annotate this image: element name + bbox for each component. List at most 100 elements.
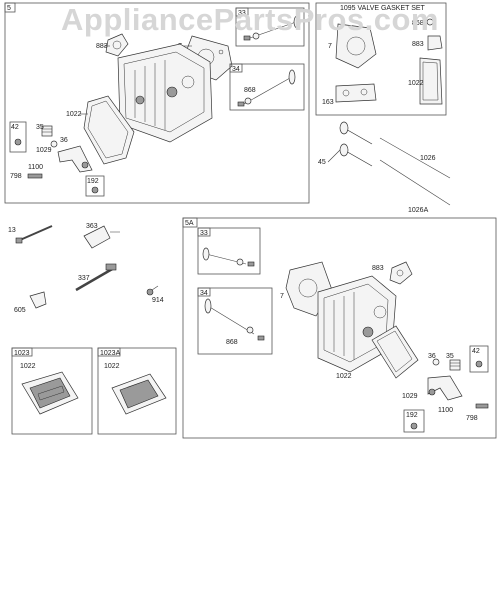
sparkplug-337-part: [75, 263, 117, 292]
part-label: 36: [60, 137, 68, 144]
group-1023a-tag: [97, 347, 121, 357]
subbox-33: [235, 7, 305, 47]
group-5a-frame: [182, 217, 497, 439]
valve-5a-exhaust-part: [202, 247, 255, 267]
clip-605-part: [29, 291, 47, 309]
subbox-33-mid: [197, 227, 261, 275]
subbox-label: 192: [87, 178, 99, 185]
valve-5a-intake-part: [204, 298, 265, 341]
subbox-42-mid: [469, 345, 489, 373]
part-label: 35: [36, 124, 44, 131]
bolt-13-part: [15, 225, 53, 244]
group-5-tag: [4, 2, 16, 13]
part-label: 798: [10, 173, 22, 180]
part-label: 1022: [104, 363, 120, 370]
gasket-set-frame: [315, 2, 447, 116]
part-label: 605: [14, 307, 26, 314]
part-label: 914: [152, 297, 164, 304]
part-36-5a: [432, 358, 440, 366]
group-5: 5 883 7: [4, 2, 310, 204]
retainer-5a-part: [475, 360, 483, 368]
subbox-label: 192: [406, 412, 418, 419]
gasket-883-part: [105, 33, 129, 57]
subbox-34-mid: [197, 287, 273, 355]
part-label: 868: [412, 20, 424, 27]
group-1023a-label: 1023A: [100, 350, 121, 357]
part-label: 7: [328, 43, 332, 50]
subbox-label: 42: [11, 124, 19, 131]
part-label: 1100: [438, 407, 453, 414]
cover-gasket-5a-part: [371, 325, 419, 379]
screw-798-5a-part: [475, 403, 489, 409]
part-label: 868: [244, 87, 256, 94]
pushrod-group: 45 1026 1026A: [318, 121, 451, 214]
subbox-33-tag: [235, 7, 249, 17]
part-label: 1022: [408, 80, 424, 87]
group-1023-tag: [11, 347, 33, 357]
part-label: 883: [412, 41, 424, 48]
nut-5a-part: [410, 422, 418, 430]
subbox-label: 42: [472, 348, 480, 355]
retainer-part: [14, 138, 22, 146]
valve-cover-a-part: [111, 373, 167, 415]
group-5a-tag: [182, 217, 198, 228]
part-label: 36: [428, 353, 436, 360]
subbox-192-mid: [403, 409, 425, 433]
rocker-arm-5a-part: [427, 375, 463, 401]
part-label: 35: [446, 353, 454, 360]
group-5-frame: [4, 2, 310, 204]
group-1023-frame: [11, 347, 93, 435]
loose-parts: 13 363 337 914 605: [8, 223, 164, 314]
screw-798-part: [27, 173, 43, 179]
cylinder-head-part: [117, 43, 213, 143]
part-label: 337: [78, 275, 90, 282]
tappet-45-part: [339, 121, 373, 167]
subbox-34: [229, 63, 305, 111]
part-label: 363: [86, 223, 98, 230]
subbox-42: [9, 121, 27, 153]
gasket-set-label: 1095 VALVE GASKET SET: [340, 5, 426, 12]
group-1023a: 1023A 1022: [97, 347, 177, 435]
subbox-192: [85, 175, 105, 197]
subbox-34-tag: [229, 63, 243, 73]
part-label: 1029: [36, 147, 52, 154]
gasket-883-5a-part: [389, 261, 413, 285]
spring-35-5a-part: [449, 359, 461, 371]
valve-cover-part: [21, 371, 79, 415]
set-cover-gasket-part: [419, 57, 443, 105]
screw-914-part: [146, 285, 159, 296]
exhaust-valve-part: [243, 15, 301, 41]
rocker-arm-part: [57, 145, 93, 173]
group-5a-label: 5A: [185, 220, 194, 227]
part-label: 45: [318, 159, 326, 166]
gasket-set-group: 1095 VALVE GASKET SET 7 868 883 1022 163: [315, 2, 447, 116]
spring-35-part: [41, 125, 53, 137]
subbox-label: 33: [238, 10, 246, 17]
part-label: 883: [372, 265, 384, 272]
part-label: 868: [226, 339, 238, 346]
part-label: 1100: [28, 164, 43, 171]
set-seal-part: [426, 18, 434, 26]
pushrod-1026-part: [379, 137, 451, 206]
subbox-34-mid-tag: [197, 287, 211, 297]
part-label: 7: [280, 293, 284, 300]
part-label: 1022: [66, 111, 82, 118]
part-label: 883: [96, 43, 108, 50]
subbox-33-mid-tag: [197, 227, 211, 237]
group-1023-label: 1023: [14, 350, 30, 357]
part-label: 163: [322, 99, 334, 106]
group-5a: 5A 33 34 868 7: [182, 217, 497, 439]
nut-part: [91, 186, 99, 194]
subbox-label: 34: [232, 66, 240, 73]
breather-363-part: [83, 225, 120, 249]
part-label: 13: [8, 227, 16, 234]
group-5-label: 5: [7, 5, 11, 12]
group-1023: 1023 1022: [11, 347, 93, 435]
part-label: 1029: [402, 393, 418, 400]
part-label: 1022: [20, 363, 36, 370]
subbox-label: 34: [200, 290, 208, 297]
set-small-gasket-part: [427, 35, 443, 51]
part-label: 1022: [336, 373, 352, 380]
subbox-label: 33: [200, 230, 208, 237]
